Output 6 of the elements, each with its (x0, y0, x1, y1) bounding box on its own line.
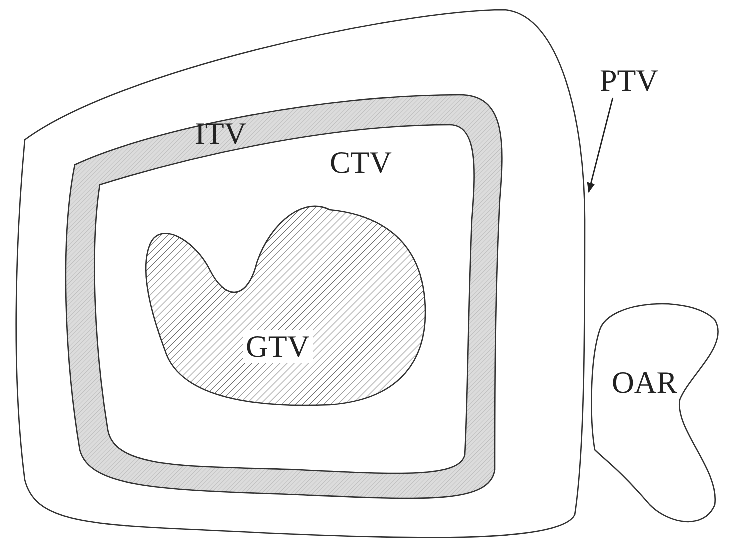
region-label: PTV (600, 65, 659, 96)
region-label: ITV (195, 118, 247, 149)
region-label: GTV (243, 330, 313, 363)
region-label: CTV (330, 147, 392, 178)
arrow (587, 98, 614, 193)
region-label: OAR (612, 367, 678, 398)
